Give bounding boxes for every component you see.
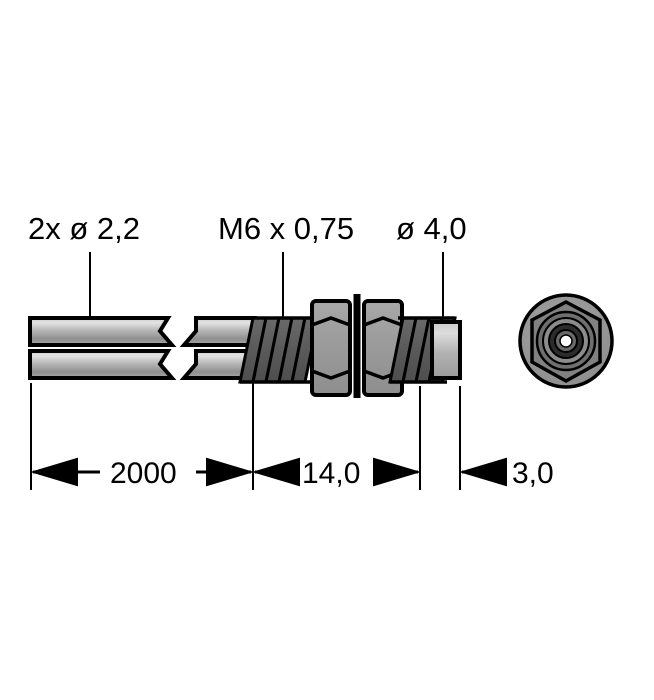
callout-tip-diameter: ø 4,0: [396, 211, 467, 246]
hex-nut-front-body: [310, 299, 352, 397]
rear-threaded-barrel: [238, 316, 320, 384]
extension-lines: [30, 383, 461, 490]
cable-bottom-left: [28, 349, 177, 380]
cable-top-right: [179, 316, 257, 347]
hex-nut-front-chamfer-bottom: [311, 369, 351, 380]
hex-nut-rear-chamfer-top: [363, 316, 403, 327]
thread-teeth-rear: [238, 316, 320, 384]
dimension-label-body-length: 14,0: [302, 457, 360, 490]
cable-top-left: [28, 316, 177, 347]
dimension-label-cable-length: 2000: [110, 457, 177, 490]
callout-thread-spec: M6 x 0,75: [218, 211, 354, 246]
dimension-label-tip-length: 3,0: [512, 457, 554, 490]
cable-left-segment: [28, 316, 177, 380]
sensing-tip: [430, 320, 462, 380]
callout-cable-diameter: 2x ø 2,2: [28, 211, 140, 246]
sensing-tip-body: [430, 320, 462, 380]
hex-nut-front-chamfer-top: [311, 316, 351, 327]
cable-right-segment: [179, 316, 257, 380]
callout-labels: 2x ø 2,2 M6 x 0,75 ø 4,0: [28, 211, 467, 246]
end-view-front-face: [518, 293, 614, 389]
hex-nut-front: [310, 299, 352, 397]
dimension-lines: 2000 14,0 3,0: [30, 457, 554, 490]
leader-lines: [89, 252, 444, 322]
end-view-center-hole: [559, 334, 573, 348]
